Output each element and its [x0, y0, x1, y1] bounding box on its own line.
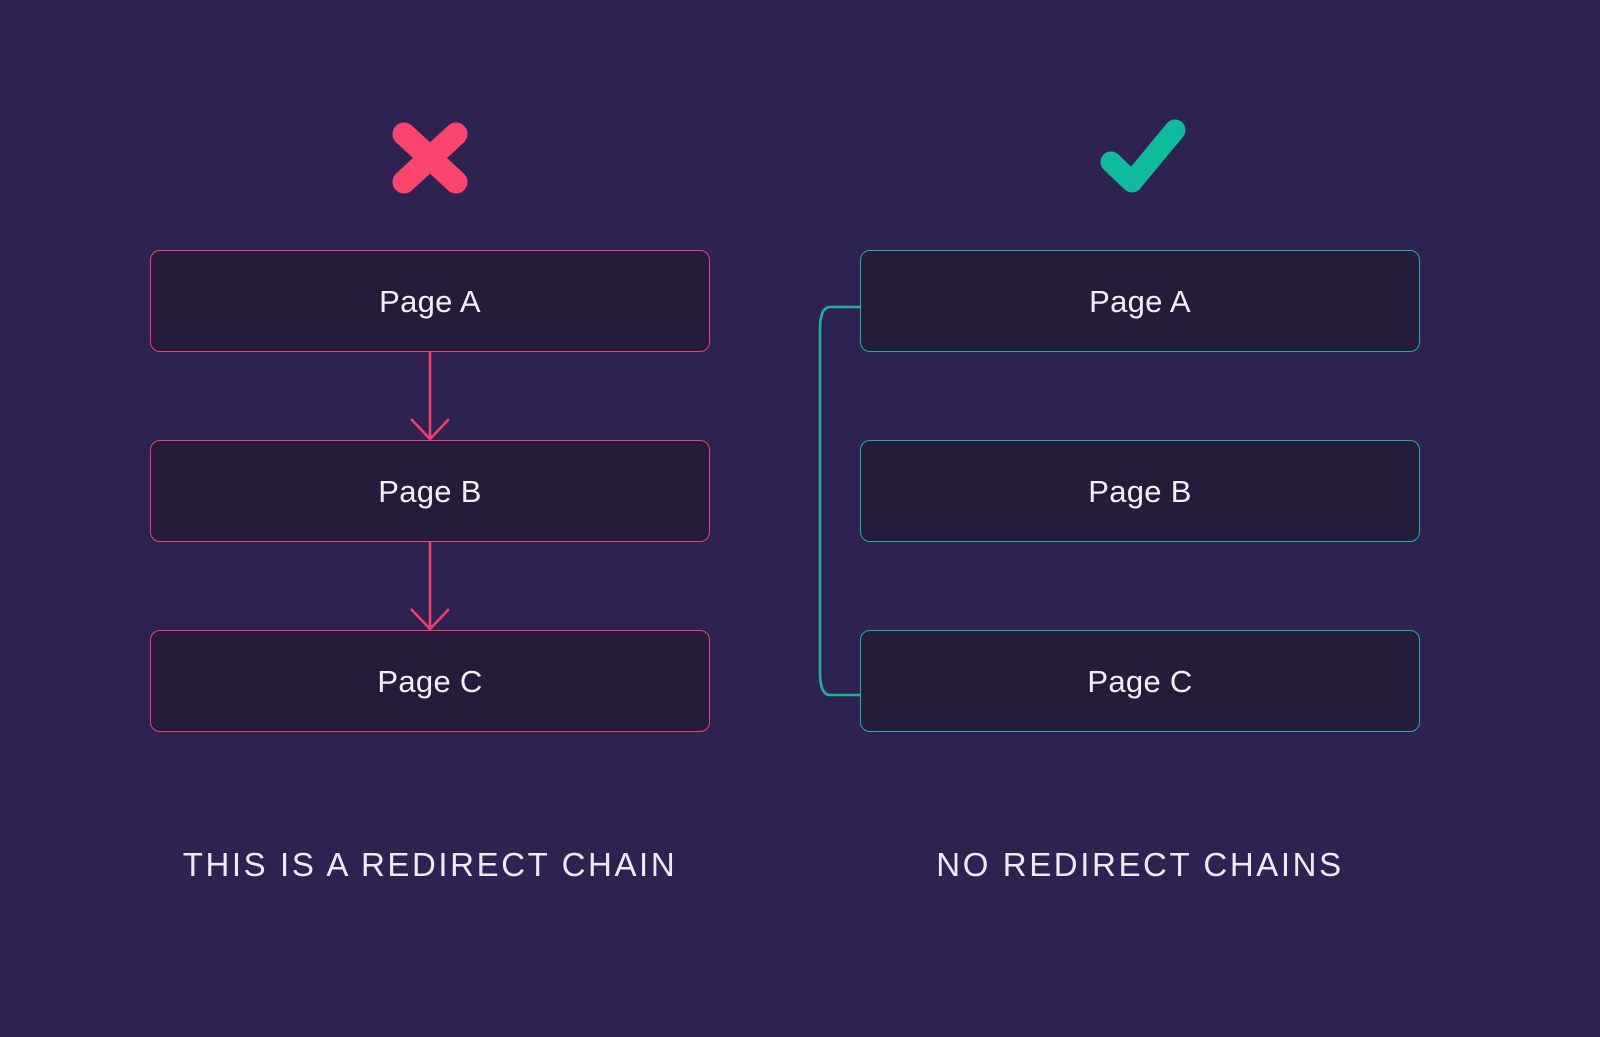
page-box-label: Page C [377, 663, 483, 699]
page-box-b[interactable]: Page B [860, 440, 1420, 542]
page-box-c[interactable]: Page C [150, 630, 710, 732]
page-box-c[interactable]: Page C [860, 630, 1420, 732]
page-box-a[interactable]: Page A [860, 250, 1420, 352]
caption-no-redirect-chains: NO REDIRECT CHAINS [936, 846, 1344, 883]
page-box-label: Page B [1088, 473, 1192, 509]
page-box-a[interactable]: Page A [150, 250, 710, 352]
redirect-chain-column: Page A Page B Page C THIS [150, 0, 710, 1037]
arrow-a-to-b-icon [400, 351, 460, 441]
page-box-label: Page C [1087, 663, 1193, 699]
page-box-b[interactable]: Page B [150, 440, 710, 542]
page-box-label: Page A [1089, 283, 1191, 319]
page-box-label: Page A [379, 283, 481, 319]
no-redirect-chains-column: Page A Page B Page C NO REDIRECT CHAINS [818, 0, 1420, 1037]
check-icon [1095, 118, 1186, 198]
page-box-label: Page B [378, 473, 482, 509]
cross-icon [385, 118, 475, 198]
caption-redirect-chain: THIS IS A REDIRECT CHAIN [182, 846, 678, 883]
arrow-b-to-c-icon [400, 541, 460, 631]
